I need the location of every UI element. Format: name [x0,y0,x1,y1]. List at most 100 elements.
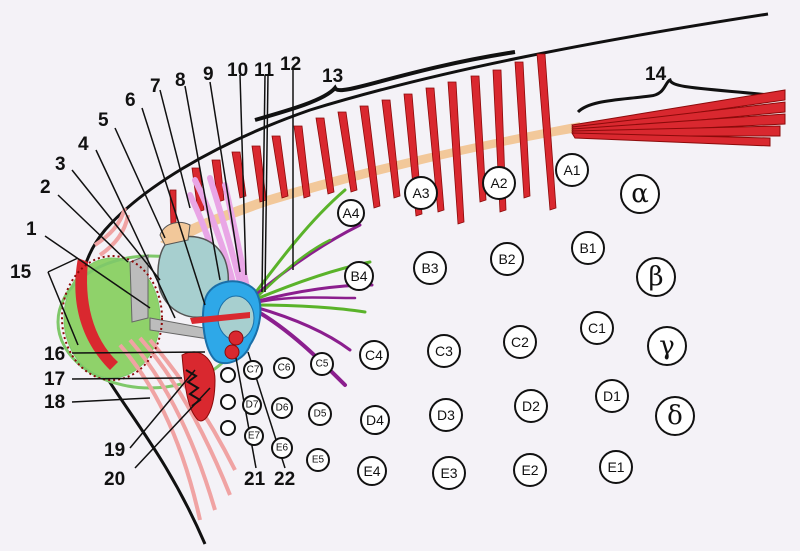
marker-e5 [306,448,330,472]
marker-label-c3: C3 [435,343,453,359]
marker-a1 [555,153,589,187]
marker-d5 [308,402,332,426]
gray-bar [129,254,149,323]
greek-marker-labels: α β γ δ [631,179,683,431]
marker-label-c6: C6 [278,363,291,374]
marker-b3 [413,251,447,285]
red-streak [190,312,250,324]
label-16: 16 [44,344,65,365]
tan-bulb [159,222,191,246]
tail-muscle-fan [571,89,786,147]
marker-blank-3 [220,420,236,436]
marker-label-b3: B3 [421,260,438,276]
marker-c5 [310,352,334,376]
marker-e2 [513,453,547,487]
label-13: 13 [322,66,343,87]
label-12: 12 [280,54,301,75]
red-dot-lower [224,344,240,360]
marker-b4 [344,261,374,291]
greek-label-alpha: α [631,179,649,209]
zigzag-organ [181,351,216,422]
dotted-outline [61,255,163,381]
label-5: 5 [98,110,109,131]
marker-label-e1: E1 [607,459,624,475]
marker-label-c1: C1 [588,320,606,336]
marker-c7 [243,360,263,380]
label-3: 3 [55,154,66,175]
marker-label-e2: E2 [521,462,538,478]
marker-a4 [337,199,365,227]
marker-label-e7: E7 [248,431,261,442]
greek-marker-delta [655,396,695,436]
greek-marker-beta [636,257,676,297]
fin-rays [248,188,374,387]
marker-label-c5: C5 [316,359,329,370]
marker-b2 [490,242,524,276]
greek-label-gamma: γ [659,331,675,361]
marker-e4 [357,456,387,486]
marker-label-d7: D7 [246,400,259,411]
marker-label-c7: C7 [247,365,260,376]
bracket-14 [576,77,781,114]
greek-label-delta: δ [667,401,683,431]
marker-d1 [595,379,629,413]
grid-marker-labels: A1 A2 A3 A4 B1 B2 B3 B4 C1 C2 C3 C4 C5 C… [246,162,625,481]
marker-c3 [427,334,461,368]
marker-label-c2: C2 [511,334,529,350]
marker-blank-1 [220,367,236,383]
marker-c1 [580,311,614,345]
marker-blank-2 [220,394,236,410]
label-1: 1 [26,219,37,240]
greek-marker-alpha [620,174,660,214]
marker-label-b4: B4 [350,268,367,284]
greek-markers [620,174,695,436]
label-4: 4 [78,134,89,155]
greek-label-beta: β [648,262,663,292]
marker-label-e4: E4 [363,463,380,479]
label-17: 17 [44,369,65,390]
marker-e6 [271,437,293,459]
label-6: 6 [125,90,136,111]
marker-label-d2: D2 [522,398,540,414]
marker-d2 [514,389,548,423]
label-22: 22 [274,469,295,490]
marker-a3 [404,176,438,210]
red-dot-upper [228,330,244,346]
marker-e7 [244,426,264,446]
label-14: 14 [645,64,667,85]
label-15: 15 [10,262,32,283]
marker-label-e5: E5 [312,455,325,466]
marker-c2 [503,325,537,359]
label-18: 18 [44,392,65,413]
marker-label-d6: D6 [276,403,289,414]
marker-label-d3: D3 [437,407,455,423]
marker-d6 [271,397,293,419]
label-11: 11 [254,60,275,81]
marker-b1 [571,231,605,265]
greek-marker-gamma [647,326,687,366]
marker-e3 [432,456,466,490]
marker-label-a1: A1 [563,162,580,178]
label-8: 8 [175,70,186,91]
marker-label-b2: B2 [498,251,515,267]
tan-rod [160,122,580,248]
marker-label-e3: E3 [440,465,457,481]
label-2: 2 [40,177,51,198]
marker-d3 [429,398,463,432]
marker-e1 [599,450,633,484]
marker-label-d4: D4 [366,412,384,428]
body-outline [78,12,769,545]
label-7: 7 [150,76,161,97]
bracket-13 [254,50,516,122]
marker-label-d5: D5 [314,409,327,420]
marker-label-e6: E6 [276,443,289,454]
label-10: 10 [227,60,248,81]
zigzag-line [185,369,202,407]
marker-label-a3: A3 [412,185,429,201]
marker-label-a4: A4 [342,205,359,221]
marker-label-b1: B1 [579,240,596,256]
numbered-labels: 1 2 3 4 5 6 7 8 9 10 11 12 13 14 15 16 1… [10,54,667,490]
label-9: 9 [203,64,214,85]
label-19: 19 [104,440,125,461]
